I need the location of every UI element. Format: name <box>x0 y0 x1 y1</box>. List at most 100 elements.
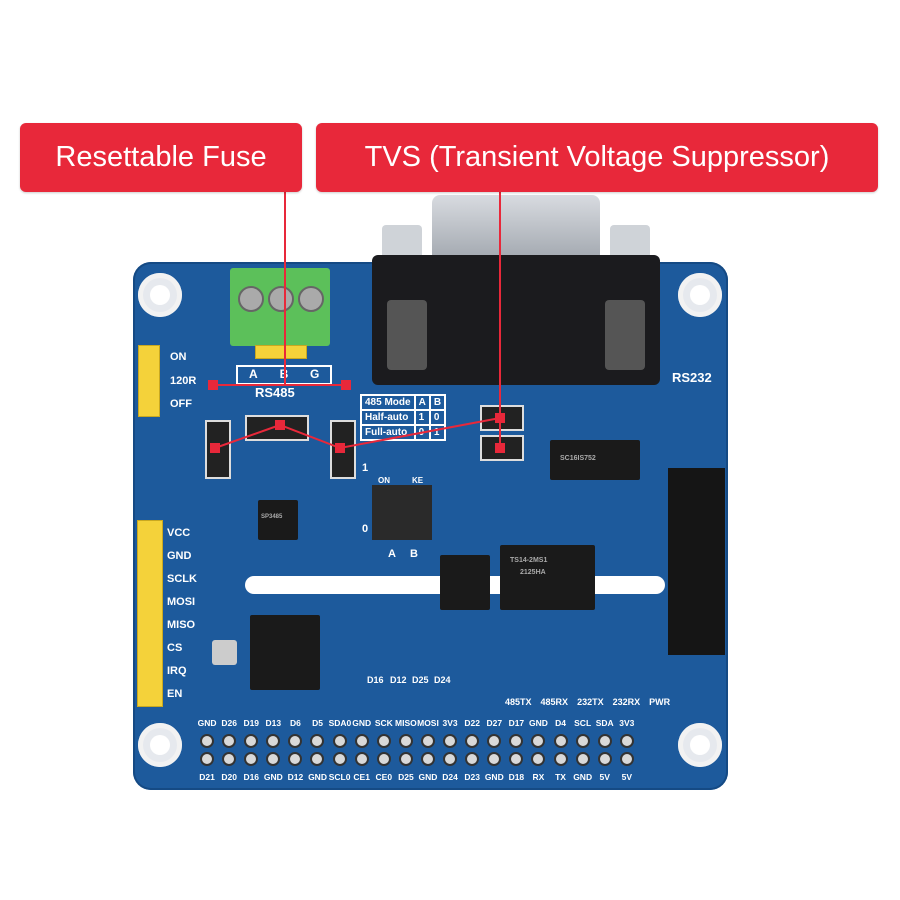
gpio-pin <box>288 734 303 748</box>
gpio-pin-label: 3V3 <box>442 718 458 728</box>
gpio-pin <box>597 752 612 766</box>
gpio-pin-label: D4 <box>555 718 566 728</box>
tvs-diode <box>480 435 524 461</box>
jumper-on-label: ON <box>170 351 187 363</box>
dip-0-label: 0 <box>362 523 369 535</box>
gpio-pin-label: MOSI <box>417 718 439 728</box>
gpio-pin <box>465 734 480 748</box>
mounting-hole <box>678 273 722 317</box>
status-led-label: PWR <box>649 697 671 707</box>
gpio-pin <box>619 752 634 766</box>
gpio-pin-label: CE1 <box>353 772 370 782</box>
gpio-pin <box>266 752 281 766</box>
gpio-pin-label: D19 <box>243 718 260 728</box>
gpio-pin <box>266 734 281 748</box>
spi-header-labels: VCC GND SCLK MOSI MISO CS IRQ EN <box>167 522 197 706</box>
dip-switch[interactable] <box>372 485 432 540</box>
gpio-pin <box>376 734 391 748</box>
led-label: D12 <box>390 675 407 685</box>
uart-chip: SC16IS752 <box>550 440 640 480</box>
gpio-pin-label: GND <box>308 772 327 782</box>
chip-marking: SP3485 <box>261 514 283 520</box>
gpio-pin <box>553 752 568 766</box>
gpio-pin <box>553 734 568 748</box>
gpio-pin <box>354 752 369 766</box>
jumper-120r-label: 120R <box>170 375 197 387</box>
gpio-pin-label: D17 <box>508 718 525 728</box>
rs485-transceiver-chip: SP3485 <box>258 500 298 540</box>
led-label: D16 <box>367 675 384 685</box>
gpio-pin <box>398 734 413 748</box>
spi-label: EN <box>167 688 183 700</box>
gpio-pin <box>487 734 502 748</box>
gpio-pin-label: GND <box>484 772 504 782</box>
status-led-label: 485TX <box>505 697 532 707</box>
spi-label: VCC <box>167 527 191 539</box>
callout-resettable-fuse: Resettable Fuse <box>20 123 302 192</box>
gpio-pin <box>332 752 347 766</box>
gpio-pin-label: D12 <box>287 772 304 782</box>
termination-jumper[interactable] <box>138 345 160 417</box>
gpio-pin <box>619 734 634 748</box>
resettable-fuse <box>205 420 231 479</box>
gpio-pin-label: SCL0 <box>328 772 351 782</box>
gpio-pin-row <box>200 752 642 766</box>
dip-a-label: A <box>388 548 396 560</box>
spi-label: GND <box>167 550 192 562</box>
gpio-pin <box>531 734 546 748</box>
gpio-pin <box>420 734 435 748</box>
gpio-pin-label: TX <box>555 772 566 782</box>
db9-connector <box>372 195 660 385</box>
mounting-hole <box>678 723 722 767</box>
pin-a-label: A <box>249 367 258 381</box>
dip-on-label: ON <box>378 476 390 485</box>
rs232-label: RS232 <box>672 370 712 385</box>
led-label: D25 <box>412 675 429 685</box>
pin-b-label: B <box>279 367 289 381</box>
jumper-off-label: OFF <box>170 398 192 410</box>
gpio-pin-label: GND <box>263 772 283 782</box>
gpio-pin <box>509 734 524 748</box>
spi-label: MISO <box>167 619 196 631</box>
status-led-label: 232TX <box>577 697 604 707</box>
gpio-pin-label: D21 <box>199 772 215 782</box>
gpio-pin <box>465 752 480 766</box>
gpio-pin <box>531 752 546 766</box>
gpio-pin-row <box>200 734 642 748</box>
gpio-pin <box>200 752 214 766</box>
mounting-hole <box>138 273 182 317</box>
gpio-pin-label: 5V <box>599 772 610 782</box>
gpio-pin-label: SDA <box>595 718 614 728</box>
status-led-label: 232RX <box>612 697 641 707</box>
gpio-pin <box>398 752 413 766</box>
resettable-fuse <box>330 420 356 479</box>
gpio-pin <box>354 734 369 748</box>
gpio-pin <box>222 734 237 748</box>
gpio-pin-label: 5V <box>621 772 633 782</box>
gpio-pin-label: RX <box>532 772 545 782</box>
rs485-terminal-block <box>230 268 330 346</box>
gpio-pin-label: D25 <box>398 772 414 782</box>
gpio-pin-label: D5 <box>312 718 323 728</box>
pin-g-label: G <box>310 367 320 381</box>
regulator-chip <box>440 555 490 610</box>
gpio-pin <box>597 734 612 748</box>
spi-label: IRQ <box>167 665 187 677</box>
tvs-diode <box>480 405 524 431</box>
spi-label: SCLK <box>167 573 197 585</box>
dip-1-label: 1 <box>362 462 369 474</box>
gpio-pin-label: D24 <box>442 772 458 782</box>
spi-label: CS <box>167 642 183 654</box>
gpio-pin-label: 3V3 <box>619 718 635 728</box>
spi-header <box>137 520 163 707</box>
dip-ke-label: KE <box>412 476 424 485</box>
gpio-pin-label: D6 <box>289 718 301 728</box>
gpio-pin-label: SDA0 <box>328 718 352 728</box>
gpio-pin-label: D27 <box>486 718 503 728</box>
spi-label: MOSI <box>167 596 196 608</box>
gpio-pin <box>420 752 435 766</box>
